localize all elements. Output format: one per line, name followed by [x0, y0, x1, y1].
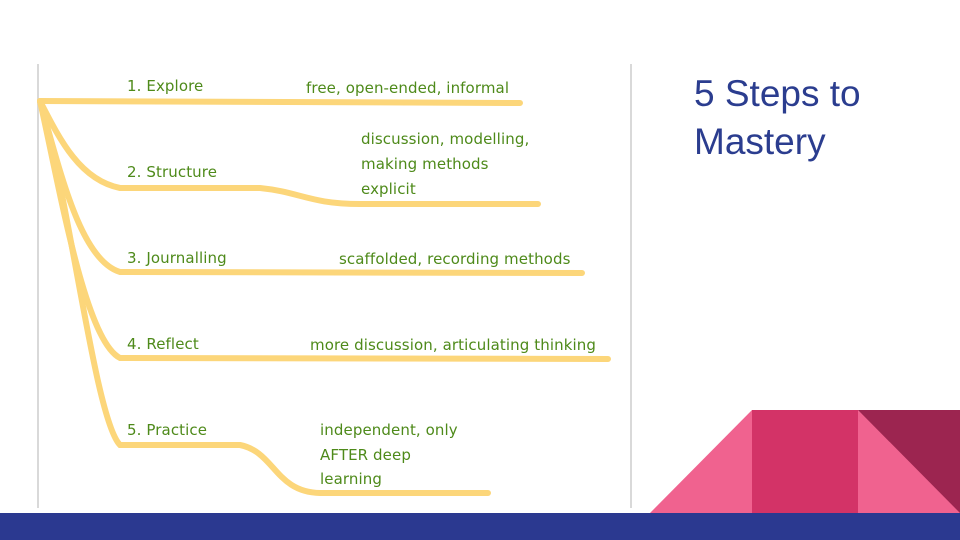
branch-1 — [37, 98, 523, 106]
step-5-note-line-3: learning — [320, 470, 382, 488]
step-3-label: 3. Journalling — [127, 249, 227, 267]
step-3-note: scaffolded, recording methods — [339, 250, 571, 268]
step-5-note-line-1: independent, only — [320, 421, 458, 439]
left-border-line — [37, 64, 39, 508]
step-5-note-line-2: AFTER deep — [320, 446, 411, 464]
step-2-note-line-2: making methods — [361, 155, 489, 173]
slide-title: 5 Steps to Mastery — [694, 73, 861, 162]
step-4-label: 4. Reflect — [127, 335, 199, 353]
right-border-line — [630, 64, 632, 508]
step-4-note: more discussion, articulating thinking — [310, 336, 597, 354]
deco-pink-triangle — [650, 410, 752, 513]
deco-mid-block — [752, 410, 858, 513]
bottom-bar — [0, 513, 960, 540]
deco-pink-diagonal — [858, 410, 960, 513]
step-1-label: 1. Explore — [127, 77, 204, 95]
branch-2 — [37, 98, 541, 207]
step-1-note: free, open-ended, informal — [306, 79, 510, 97]
branch-5 — [37, 98, 491, 496]
step-2-note-line-3: explicit — [361, 180, 416, 198]
step-5-label: 5. Practice — [127, 421, 208, 439]
step-2-label: 2. Structure — [127, 163, 218, 181]
step-2-note-line-1: discussion, modelling, — [361, 130, 530, 148]
